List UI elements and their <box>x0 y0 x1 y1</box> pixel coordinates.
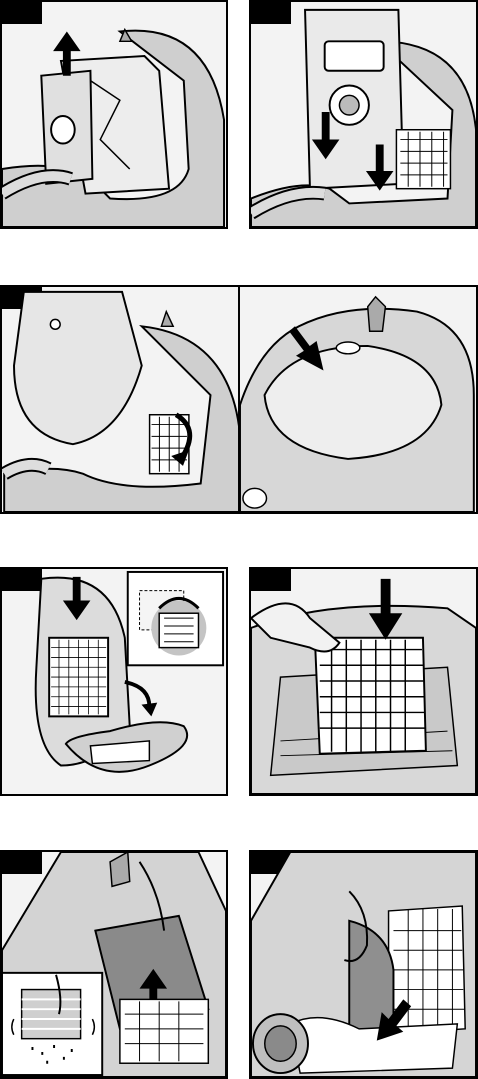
filter-insert-illustration-icon <box>251 569 476 794</box>
step-panel-2 <box>249 0 478 229</box>
step-panel-3 <box>0 285 478 514</box>
step-panel-6 <box>249 567 478 796</box>
lid-close-illustration-icon <box>2 287 476 512</box>
bag-insert-illustration-icon <box>251 2 476 227</box>
step-panel-8 <box>249 850 478 1079</box>
prefilter-insert-illustration-icon <box>251 852 476 1077</box>
bag-removal-illustration-icon <box>2 2 226 227</box>
step-panel-7 <box>0 850 228 1079</box>
step-panel-5 <box>0 567 228 796</box>
prefilter-clean-illustration-icon <box>2 852 226 1077</box>
step-panel-1 <box>0 0 228 229</box>
filter-removal-illustration-icon <box>2 569 226 794</box>
